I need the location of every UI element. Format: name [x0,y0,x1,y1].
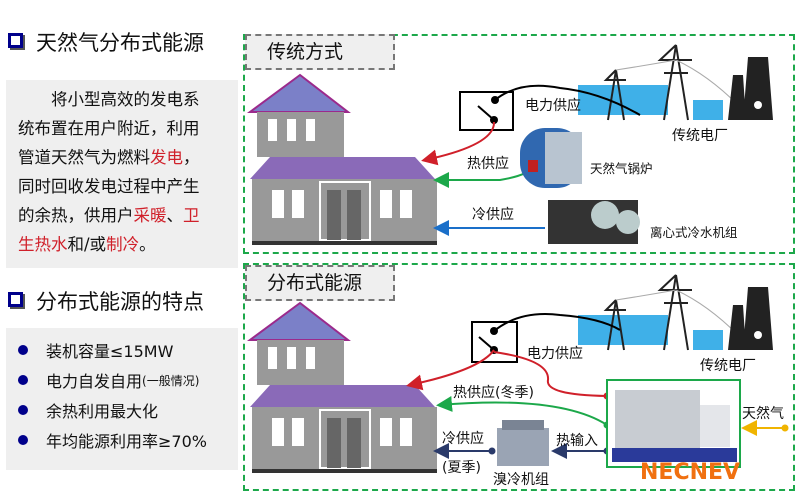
house-building [249,74,438,246]
cool-supply-label: 冷供应 [472,207,514,223]
distributed-frame [243,263,795,491]
section-title: 天然气分布式能源 [36,31,204,55]
text: 同时回收发电过程中产生 [18,177,200,196]
description-line: 生热水和/或制冷。 [18,230,230,259]
highlight-text: 制冷 [106,235,140,254]
chiller-label: 离心式冷水机组 [650,225,738,240]
text: 管道天然气为燃料 [18,148,150,167]
feature-item: 电力自发自用(一般情况) [6,365,238,395]
feature-item: 装机容量≤15MW [6,335,238,365]
features-box: 装机容量≤15MW 电力自发自用(一般情况) 余热利用最大化 年均能源利用率≥7… [6,328,238,470]
description-line: 将小型高效的发电系 [18,85,230,114]
highlight-text: 发电 [150,148,183,167]
highlight-text: 生热水 [18,235,68,254]
distributed-label: 分布式能源 [245,265,395,301]
heat-input-label: 热输入 [556,433,598,449]
text: 统布置在用户附近，利用 [18,119,200,138]
checkbox-bullet-icon [8,33,23,48]
section-title: 分布式能源的特点 [36,290,204,314]
bullet-icon [18,405,28,415]
watermark: NECNEV [640,460,741,485]
checkbox-bullet-icon [8,292,23,307]
text: 。 [139,235,156,254]
text: ， [183,148,200,167]
power-supply-label: 电力供应 [525,98,581,114]
traditional-frame [243,34,795,254]
natural-gas-label: 天然气 [742,406,784,422]
bullet-icon [18,435,28,445]
power-grid-plant [577,44,774,121]
power-plant-label: 传统电厂 [672,128,728,144]
boiler-label: 天然气锅炉 [590,161,653,176]
switch-icon [459,91,514,131]
text: 和/或 [67,235,107,254]
bullet-icon [18,345,28,355]
house-building [249,302,438,474]
chiller-icon [548,200,640,244]
heat-supply-label: 热供应 [467,156,509,172]
highlight-text: 采暖 [133,206,167,225]
gas-engine-generator-icon [612,390,737,462]
cool-supply-label: 冷供应 [442,431,484,447]
text: 的余热，供用户 [18,206,134,225]
description-box: 将小型高效的发电系统布置在用户附近，利用管道天然气为燃料发电，同时回收发电过程中… [6,80,238,268]
description-line: 的余热，供用户采暖、卫 [18,201,230,230]
power-plant-label: 传统电厂 [700,358,756,374]
boiler-icon [520,128,582,188]
text: 将小型高效的发电系 [18,90,200,109]
feature-item: 余热利用最大化 [6,395,238,425]
description-line: 统布置在用户附近，利用 [18,114,230,143]
highlight-text: 卫 [183,206,200,225]
absorption-chiller-label: 溴冷机组 [493,472,549,488]
text: 、 [166,206,184,225]
description-line: 管道天然气为燃料发电， [18,143,230,172]
power-grid-plant [577,274,774,351]
summer-label: (夏季) [442,460,481,476]
description-line: 同时回收发电过程中产生 [18,172,230,201]
traditional-label: 传统方式 [245,34,395,70]
heat-supply-winter-label: 热供应(冬季) [453,385,534,401]
feature-item: 年均能源利用率≥70% [6,425,238,455]
bullet-icon [18,375,28,385]
power-supply-label: 电力供应 [527,346,583,362]
absorption-chiller-icon [497,420,549,466]
